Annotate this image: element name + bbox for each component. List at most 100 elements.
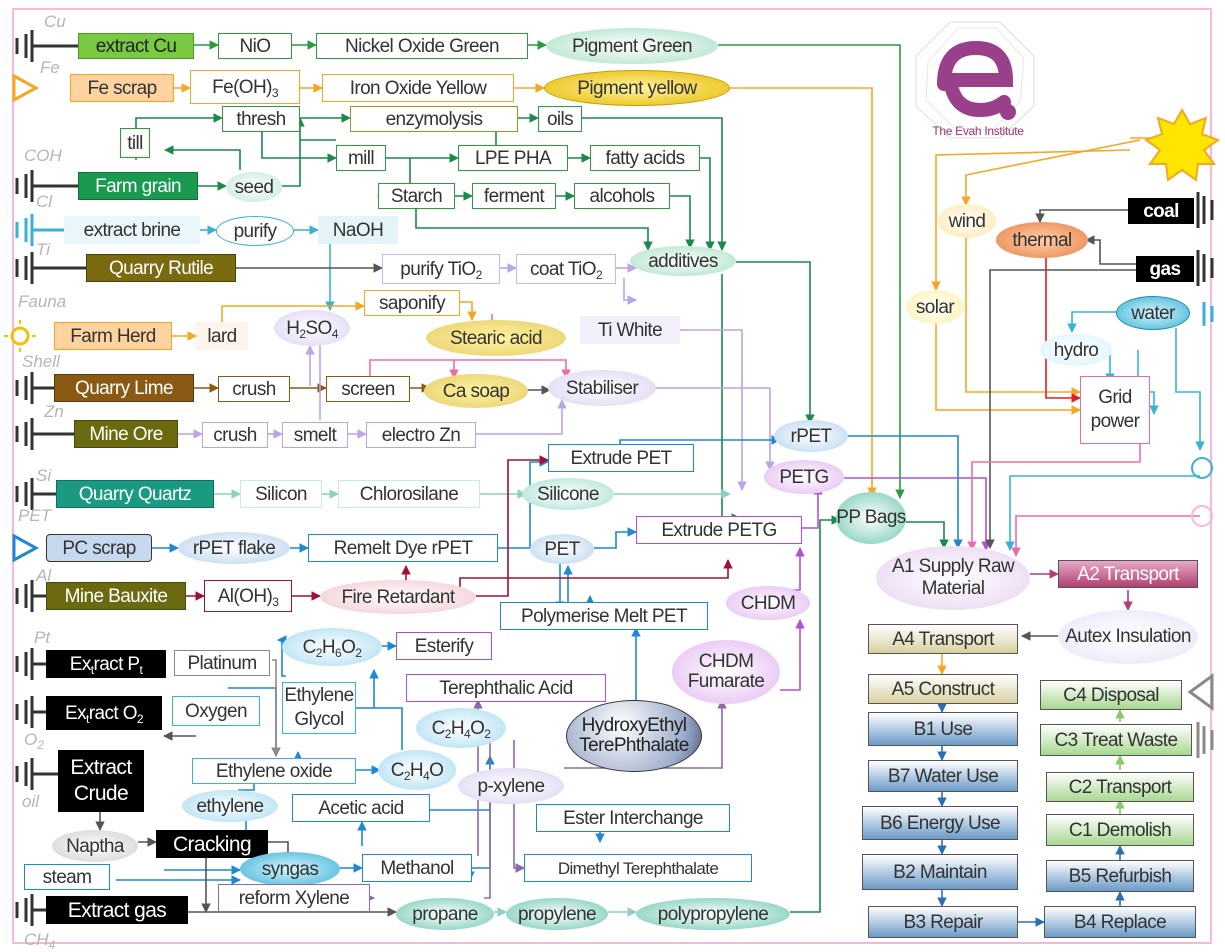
node-gas[interactable]: gas (1136, 256, 1194, 282)
node-ester-interchange[interactable]: Ester Interchange (536, 804, 730, 832)
node-pp-bags[interactable]: PP Bags (836, 492, 906, 544)
node-c3-treat-waste[interactable]: C3 Treat Waste (1040, 724, 1192, 756)
node-c2h4o[interactable]: C2H4O (378, 750, 456, 790)
node-pigment-green[interactable]: Pigment Green (546, 28, 718, 64)
node-rpet[interactable]: rPET (774, 420, 848, 452)
node-petg[interactable]: PETG (764, 460, 844, 494)
node-b1-use[interactable]: B1 Use (868, 712, 1018, 746)
node-chdm[interactable]: CHDM (726, 586, 810, 620)
node-mine-bauxite[interactable]: Mine Bauxite (46, 582, 186, 610)
node-a1-supply[interactable]: A1 Supply Raw Material (876, 546, 1030, 610)
node-water[interactable]: water (1116, 296, 1190, 330)
node-extract-pt[interactable]: Extract Pt (46, 650, 166, 678)
node-lard[interactable]: lard (196, 322, 248, 350)
node-polymerise-melt-pet[interactable]: Polymerise Melt PET (500, 602, 708, 630)
node-c2h4o2[interactable]: C2H4O2 (416, 708, 506, 748)
node-fatty-acids[interactable]: fatty acids (590, 145, 700, 171)
node-nio[interactable]: NiO (218, 33, 292, 59)
node-b3-repair[interactable]: B3 Repair (868, 906, 1018, 938)
node-wind[interactable]: wind (938, 204, 996, 238)
node-mine-ore[interactable]: Mine Ore (74, 420, 178, 448)
node-solar[interactable]: solar (906, 290, 964, 324)
node-naptha[interactable]: Naptha (52, 830, 138, 862)
node-terephthalic-acid[interactable]: Terephthalic Acid (406, 674, 606, 702)
node-silicon[interactable]: Silicon (240, 480, 322, 508)
node-smelt[interactable]: smelt (282, 422, 348, 448)
node-mill[interactable]: mill (336, 145, 386, 171)
node-b7-water-use[interactable]: B7 Water Use (868, 760, 1018, 792)
node-syngas[interactable]: syngas (240, 852, 340, 886)
node-coal[interactable]: coal (1128, 198, 1194, 224)
node-feoh3[interactable]: Fe(OH)3 (190, 70, 300, 104)
node-farm-herd[interactable]: Farm Herd (54, 322, 172, 350)
node-cracking[interactable]: Cracking (156, 830, 268, 858)
node-remelt-dye-rpet[interactable]: Remelt Dye rPET (308, 534, 498, 562)
node-polypropylene[interactable]: polypropylene (636, 898, 790, 930)
node-ca-soap[interactable]: Ca soap (424, 374, 528, 408)
node-seed[interactable]: seed (226, 172, 282, 202)
node-coat-tio2[interactable]: coat TiO2 (516, 254, 616, 284)
node-steam[interactable]: steam (24, 864, 110, 890)
node-lpe-pha[interactable]: LPE PHA (458, 145, 568, 171)
node-esterify[interactable]: Esterify (396, 632, 492, 660)
node-fe-scrap[interactable]: Fe scrap (70, 74, 174, 102)
node-nickel-oxide-green[interactable]: Nickel Oxide Green (316, 33, 528, 59)
node-alcohols[interactable]: alcohols (574, 183, 670, 209)
node-purify[interactable]: purify (216, 216, 294, 246)
node-hydroxyethyl-terephthalate[interactable]: HydroxyEthyl TerePhthalate (566, 700, 702, 772)
node-ti-white[interactable]: Ti White (580, 316, 680, 344)
node-stearic-acid[interactable]: Stearic acid (426, 320, 566, 356)
node-platinum[interactable]: Platinum (174, 650, 270, 676)
node-pigment-yellow[interactable]: Pigment yellow (544, 70, 730, 106)
node-b2-maintain[interactable]: B2 Maintain (862, 854, 1018, 890)
node-c4-disposal[interactable]: C4 Disposal (1040, 680, 1182, 710)
node-chlorosilane[interactable]: Chlorosilane (338, 480, 480, 508)
node-fire-retardant[interactable]: Fire Retardant (320, 580, 476, 614)
node-p-xylene[interactable]: p-xylene (458, 768, 564, 804)
node-saponify[interactable]: saponify (364, 290, 460, 316)
node-grid-power[interactable]: Grid power (1080, 376, 1150, 444)
node-c2h6o2[interactable]: C2H6O2 (282, 628, 382, 666)
node-pc-scrap[interactable]: PC scrap (46, 534, 152, 562)
node-purify-tio2[interactable]: purify TiO2 (382, 254, 500, 284)
node-enzymolysis[interactable]: enzymolysis (350, 106, 518, 132)
node-c1-demolish[interactable]: C1 Demolish (1046, 814, 1194, 846)
node-naoh[interactable]: NaOH (318, 216, 398, 244)
node-a2-transport[interactable]: A2 Transport (1058, 560, 1198, 588)
node-quarry-rutile[interactable]: Quarry Rutile (86, 254, 236, 282)
node-a5-construct[interactable]: A5 Construct (868, 674, 1018, 704)
node-extract-gas[interactable]: Extract gas (46, 896, 188, 924)
node-methanol[interactable]: Methanol (362, 854, 472, 882)
node-farm-grain[interactable]: Farm grain (78, 172, 198, 200)
node-propylene[interactable]: propylene (506, 898, 608, 930)
node-ferment[interactable]: ferment (472, 183, 556, 209)
node-stabiliser[interactable]: Stabiliser (548, 370, 656, 406)
node-ethylene-oxide[interactable]: Ethylene oxide (192, 758, 356, 784)
node-c2-transport[interactable]: C2 Transport (1046, 772, 1194, 802)
node-oxygen[interactable]: Oxygen (172, 696, 260, 726)
node-screen[interactable]: screen (326, 376, 410, 402)
node-thermal[interactable]: thermal (996, 222, 1088, 258)
node-hydro[interactable]: hydro (1040, 334, 1112, 366)
node-crush-1[interactable]: crush (218, 376, 290, 402)
node-starch[interactable]: Starch (378, 183, 455, 209)
node-ethylene[interactable]: ethylene (182, 790, 278, 822)
node-quarry-quartz[interactable]: Quarry Quartz (56, 480, 214, 508)
node-thresh[interactable]: thresh (222, 106, 300, 132)
node-aloh3[interactable]: Al(OH)3 (204, 580, 292, 612)
node-extract-o2[interactable]: Extract O2 (46, 696, 162, 730)
node-silicone[interactable]: Silicone (522, 478, 614, 510)
node-oils[interactable]: oils (538, 106, 582, 132)
node-chdm-fumarate[interactable]: CHDM Fumarate (672, 640, 780, 704)
node-acetic-acid[interactable]: Acetic acid (292, 794, 430, 822)
node-till[interactable]: till (120, 128, 150, 158)
node-h2so4[interactable]: H2SO4 (274, 310, 350, 346)
node-propane[interactable]: propane (396, 898, 494, 930)
node-ethylene-glycol[interactable]: Ethylene Glycol (282, 682, 356, 734)
node-quarry-lime[interactable]: Quarry Lime (54, 374, 194, 402)
node-rpet-flake[interactable]: rPET flake (178, 532, 290, 564)
node-extract-cu[interactable]: extract Cu (78, 33, 194, 59)
node-b4-replace[interactable]: B4 Replace (1044, 906, 1196, 938)
node-crush-2[interactable]: crush (202, 422, 268, 448)
node-extrude-pet[interactable]: Extrude PET (548, 444, 694, 472)
